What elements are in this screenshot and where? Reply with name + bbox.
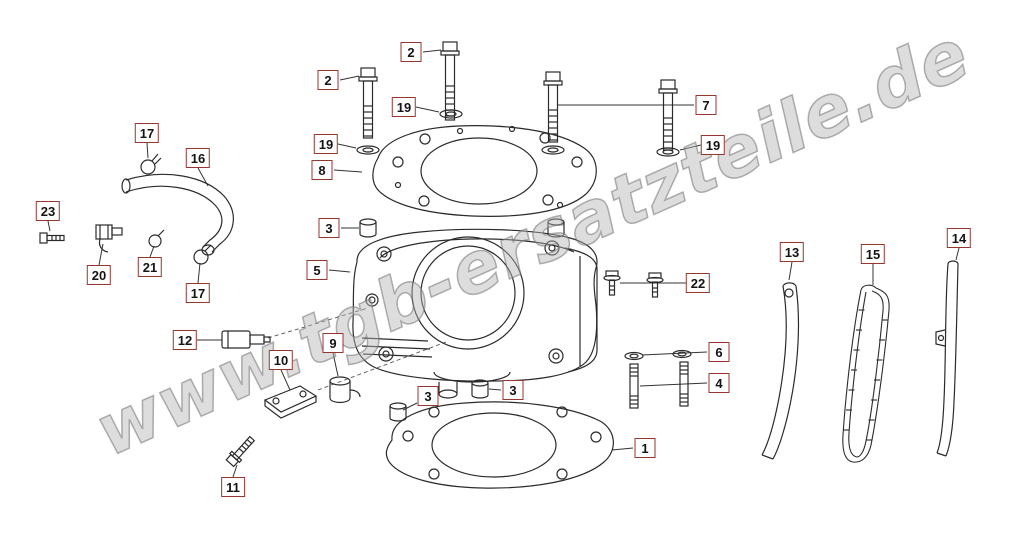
- part-bolt-22-b: [646, 272, 664, 298]
- callout-14[interactable]: 14: [946, 228, 972, 248]
- callout-3[interactable]: 3: [417, 386, 439, 406]
- callout-15[interactable]: 15: [860, 244, 886, 264]
- callout-10[interactable]: 10: [268, 350, 294, 370]
- callout-6[interactable]: 6: [708, 342, 730, 362]
- part-head-gasket: [372, 125, 597, 217]
- callout-22[interactable]: 22: [685, 273, 711, 293]
- callout-1[interactable]: 1: [634, 438, 656, 458]
- part-hose-clamp-b: [193, 244, 212, 265]
- part-tensioner-blade: [761, 282, 800, 460]
- part-washer-a: [439, 109, 463, 119]
- assembly-guide-lines: [267, 307, 447, 391]
- callout-12[interactable]: 12: [172, 330, 198, 350]
- callout-23[interactable]: 23: [35, 201, 61, 221]
- part-stud-4-a: [629, 363, 639, 409]
- callout-4[interactable]: 4: [708, 373, 730, 393]
- callout-5[interactable]: 5: [306, 260, 328, 280]
- part-dowel-b: [547, 218, 565, 238]
- callout-19[interactable]: 19: [700, 135, 726, 155]
- callout-20[interactable]: 20: [86, 265, 112, 285]
- part-bolt-11: [225, 435, 256, 468]
- callout-2[interactable]: 2: [317, 70, 339, 90]
- part-pipe-fitting: [95, 224, 123, 253]
- part-stud-4-b: [679, 361, 689, 407]
- callout-19[interactable]: 19: [313, 134, 339, 154]
- callout-11[interactable]: 11: [221, 477, 245, 497]
- part-bolt-22-a: [603, 270, 621, 296]
- part-bolt-a: [440, 41, 460, 121]
- part-washer-6-b: [672, 349, 692, 359]
- callout-17[interactable]: 17: [185, 283, 211, 303]
- part-washer-d: [656, 147, 680, 157]
- part-hose-clamp-a: [140, 153, 162, 175]
- callout-3[interactable]: 3: [318, 218, 340, 238]
- part-bolt-c: [543, 71, 563, 143]
- part-bolt-23: [39, 232, 65, 244]
- part-cylinder: [352, 228, 598, 399]
- part-dowel-a: [359, 218, 377, 238]
- callout-16[interactable]: 16: [185, 148, 211, 168]
- callout-8[interactable]: 8: [311, 160, 333, 180]
- callout-21[interactable]: 21: [137, 257, 163, 277]
- part-pipe-flange: [263, 385, 318, 419]
- part-washer-6-a: [624, 351, 644, 361]
- part-bolt-d: [658, 79, 678, 151]
- part-sensor: [221, 330, 271, 349]
- part-bolt-b: [358, 67, 378, 139]
- part-chain-guide: [935, 260, 959, 457]
- callout-17[interactable]: 17: [134, 123, 160, 143]
- callout-9[interactable]: 9: [322, 333, 344, 353]
- part-washer-b: [356, 145, 380, 155]
- callout-13[interactable]: 13: [779, 242, 805, 262]
- part-hose-clamp-21: [148, 229, 165, 248]
- part-dowel-c: [471, 379, 489, 399]
- part-joint-pipe: [329, 376, 361, 404]
- callout-19[interactable]: 19: [391, 97, 417, 117]
- part-water-pipe: [121, 173, 234, 256]
- callout-3[interactable]: 3: [502, 380, 524, 400]
- part-base-gasket: [385, 401, 614, 489]
- part-washer-c: [541, 145, 565, 155]
- part-cam-chain: [842, 284, 890, 463]
- leader-lines: [47, 49, 960, 478]
- callout-2[interactable]: 2: [400, 42, 422, 62]
- callout-7[interactable]: 7: [695, 95, 717, 115]
- part-dowel-d: [389, 402, 407, 422]
